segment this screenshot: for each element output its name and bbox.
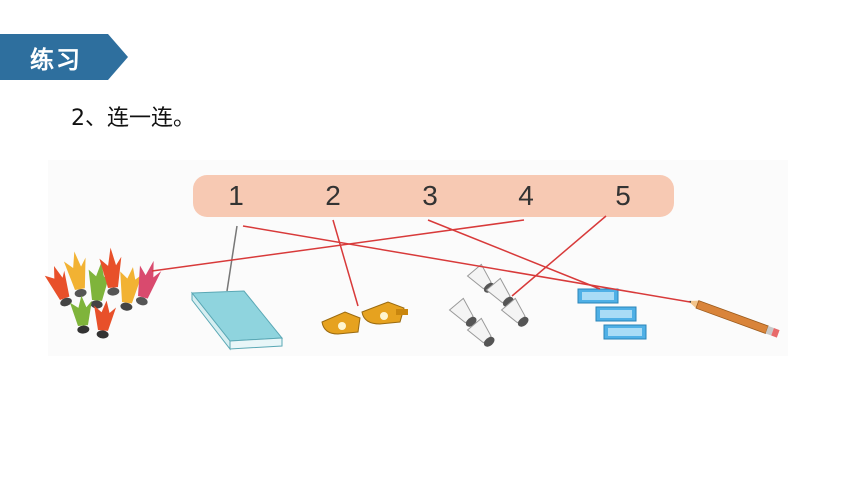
number-2[interactable]: 2	[325, 180, 341, 211]
eraser-item[interactable]	[577, 288, 647, 340]
answer-line-1-pencil	[242, 225, 691, 303]
notebook-item[interactable]	[190, 290, 284, 351]
number-3[interactable]: 3	[422, 180, 438, 211]
question-text: 2、连一连。	[71, 106, 195, 131]
number-4[interactable]: 4	[518, 180, 534, 211]
badge-arrow-shape	[0, 34, 128, 80]
shuttlecock-group-item[interactable]	[43, 247, 164, 340]
answer-lines	[151, 215, 691, 307]
answer-line-2	[332, 219, 359, 307]
pencil-item[interactable]	[687, 297, 780, 338]
number-5[interactable]: 5	[615, 180, 631, 211]
section-title: 练习	[30, 46, 82, 74]
whistle-item[interactable]	[321, 301, 408, 335]
answer-line-1	[226, 225, 238, 292]
number-bar	[193, 175, 674, 217]
answer-line-3	[427, 219, 601, 290]
section-badge: 练习	[0, 34, 128, 80]
answer-line-5	[511, 215, 607, 297]
badminton-shuttle-item[interactable]	[448, 263, 533, 350]
number-1[interactable]: 1	[228, 180, 244, 211]
answer-line-4	[151, 219, 525, 272]
